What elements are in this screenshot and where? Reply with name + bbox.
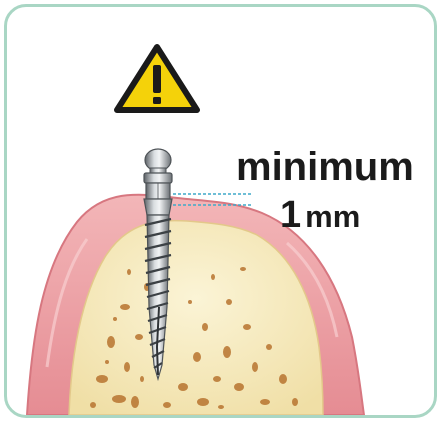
implant-diagram (7, 7, 434, 415)
distance-value: 1 (280, 194, 301, 236)
minimum-label: minimum (236, 145, 414, 190)
distance-unit: mm (305, 199, 360, 234)
warning-triangle-icon (117, 47, 197, 110)
